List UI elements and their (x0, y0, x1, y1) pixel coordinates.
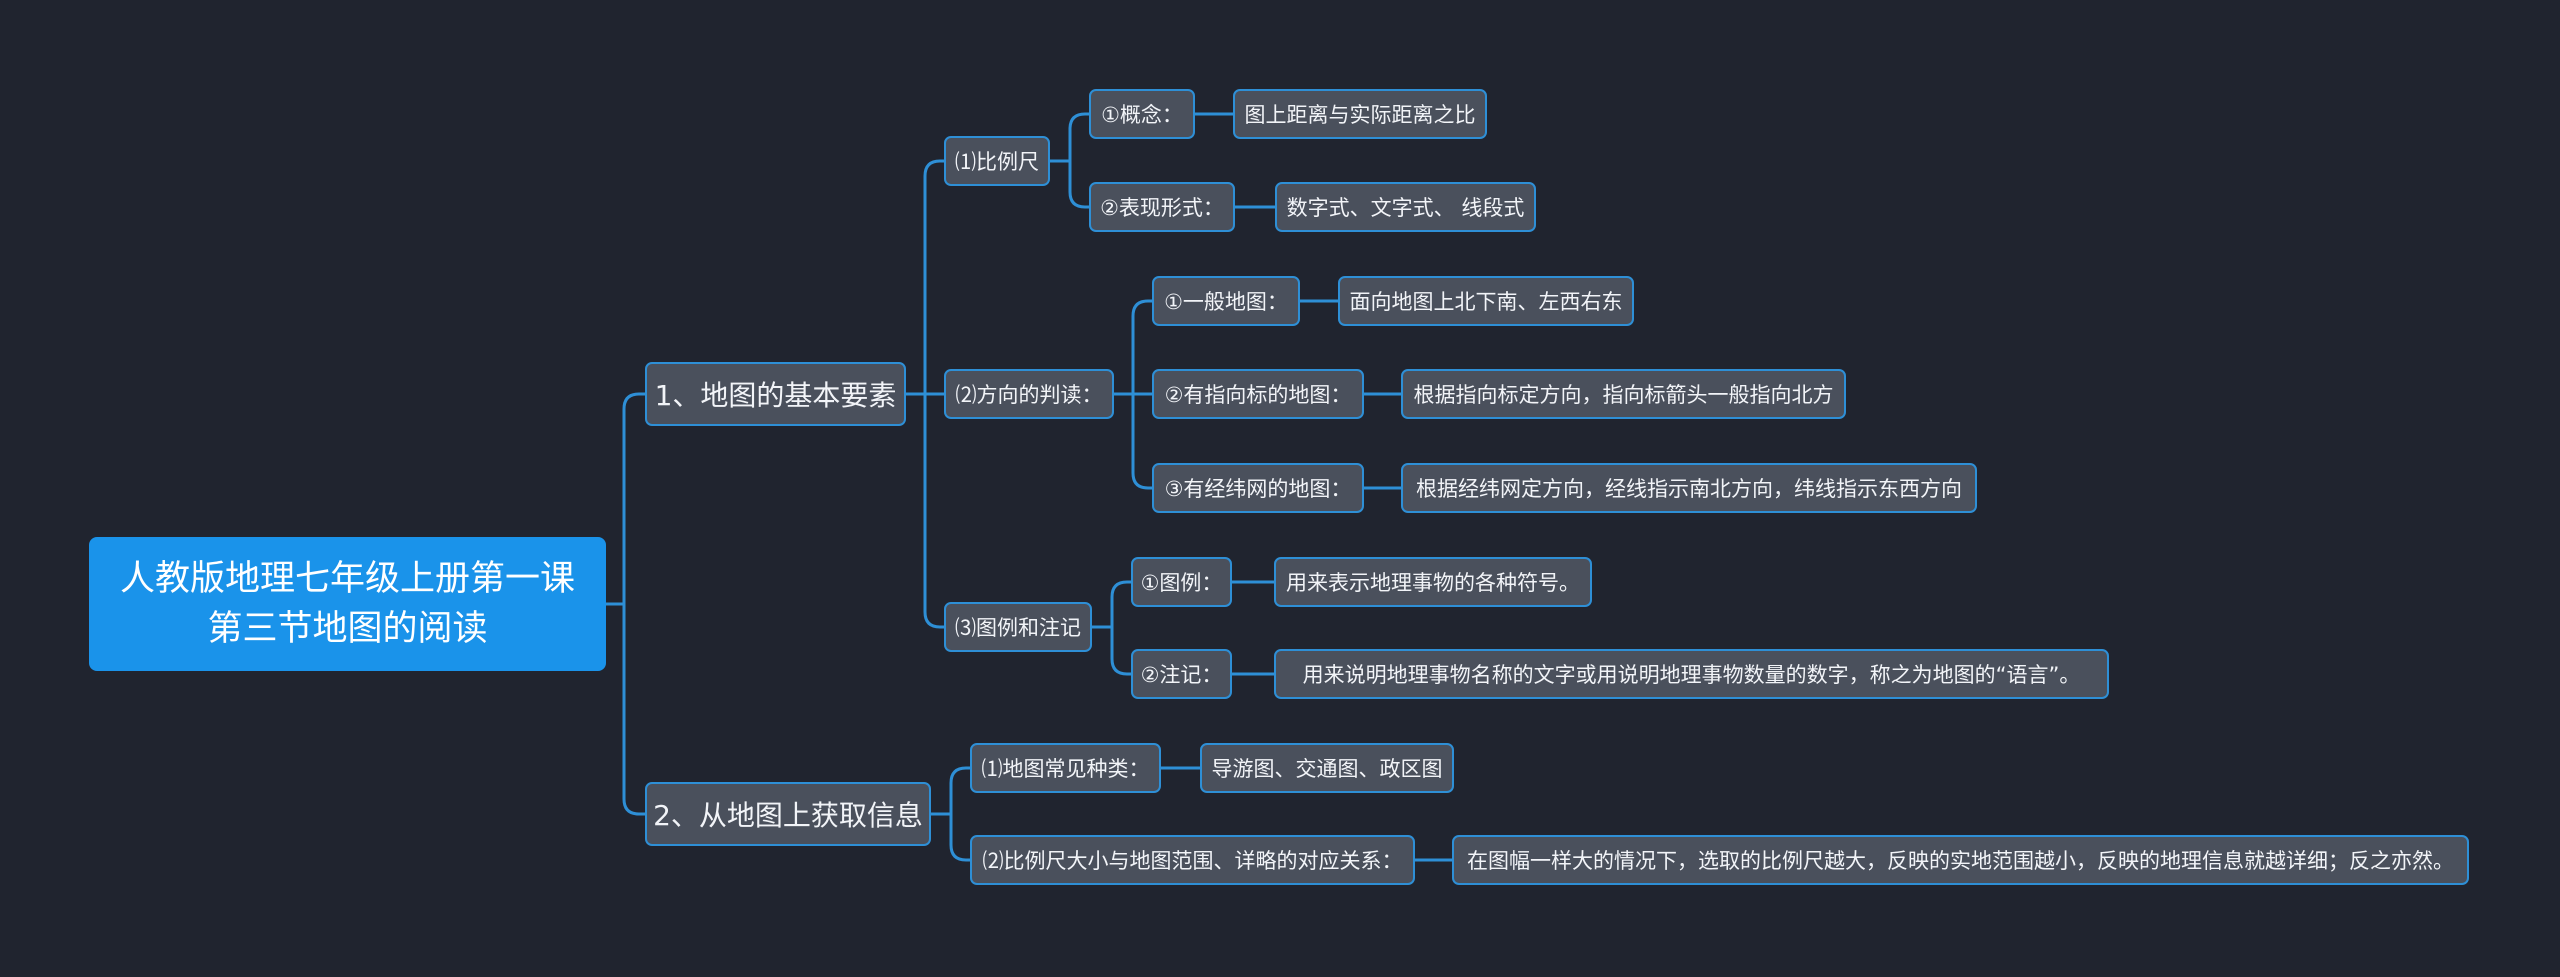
detail-scale-forms[interactable]: 数字式、文字式、 线段式 (1275, 182, 1536, 232)
leaf-scale-concept[interactable]: ①概念： (1089, 89, 1195, 139)
branch-basic-elements[interactable]: 1、地图的基本要素 (645, 362, 906, 426)
branch-get-information[interactable]: 2、从地图上获取信息 (645, 782, 931, 846)
connector-root-branch2 (622, 602, 647, 816)
connector-scale-leaf1 (1048, 112, 1091, 163)
connector-b2-relation (949, 812, 972, 862)
leaf-notes[interactable]: ②注记： (1131, 649, 1232, 699)
root-title-line1: 人教版地理七年级上册第一课 (119, 559, 575, 599)
leaf-direction-compass[interactable]: ②有指向标的地图： (1152, 369, 1364, 419)
leaf-scale-forms[interactable]: ②表现形式： (1089, 182, 1235, 232)
subtopic-map-types[interactable]: ⑴地图常见种类： (970, 743, 1161, 793)
detail-direction-compass[interactable]: 根据指向标定方向，指向标箭头一般指向北方 (1401, 369, 1846, 419)
leaf-direction-graticule[interactable]: ③有经纬网的地图： (1152, 463, 1364, 513)
detail-map-types[interactable]: 导游图、交通图、政区图 (1200, 743, 1454, 793)
connector-root-branch1 (604, 392, 647, 606)
root-topic[interactable]: 人教版地理七年级上册第一课 第三节地图的阅读 (89, 537, 606, 671)
connector-b1-legend (923, 392, 946, 629)
leaf-legend[interactable]: ①图例： (1131, 557, 1232, 607)
detail-direction-graticule[interactable]: 根据经纬网定方向，经线指示南北方向，纬线指示东西方向 (1401, 463, 1977, 513)
subtopic-direction[interactable]: ⑵方向的判读： (944, 369, 1114, 419)
connector-b1-scale (904, 159, 946, 396)
detail-scale-relation[interactable]: 在图幅一样大的情况下，选取的比例尺越大，反映的实地范围越小，反映的地理信息就越详… (1452, 835, 2469, 885)
subtopic-legend-notes[interactable]: ⑶图例和注记 (944, 602, 1092, 652)
subtopic-scale-relation[interactable]: ⑵比例尺大小与地图范围、详略的对应关系： (970, 835, 1415, 885)
connector-scale-leaf2 (1068, 159, 1091, 209)
subtopic-scale[interactable]: ⑴比例尺 (944, 136, 1050, 186)
leaf-direction-general[interactable]: ①一般地图： (1152, 276, 1300, 326)
connector-legend-leaf2 (1110, 625, 1133, 676)
connector-direction-leaf1 (1112, 299, 1154, 396)
connector-b2-types (929, 766, 972, 816)
detail-direction-general[interactable]: 面向地图上北下南、左西右东 (1338, 276, 1634, 326)
detail-scale-concept[interactable]: 图上距离与实际距离之比 (1233, 89, 1487, 139)
detail-legend[interactable]: 用来表示地理事物的各种符号。 (1274, 557, 1592, 607)
detail-notes[interactable]: 用来说明地理事物名称的文字或用说明地理事物数量的数字，称之为地图的“语言”。 (1274, 649, 2109, 699)
connector-legend-leaf1 (1090, 580, 1133, 629)
connector-direction-leaf3 (1131, 392, 1154, 490)
root-title-line2: 第三节地图的阅读 (207, 609, 488, 649)
